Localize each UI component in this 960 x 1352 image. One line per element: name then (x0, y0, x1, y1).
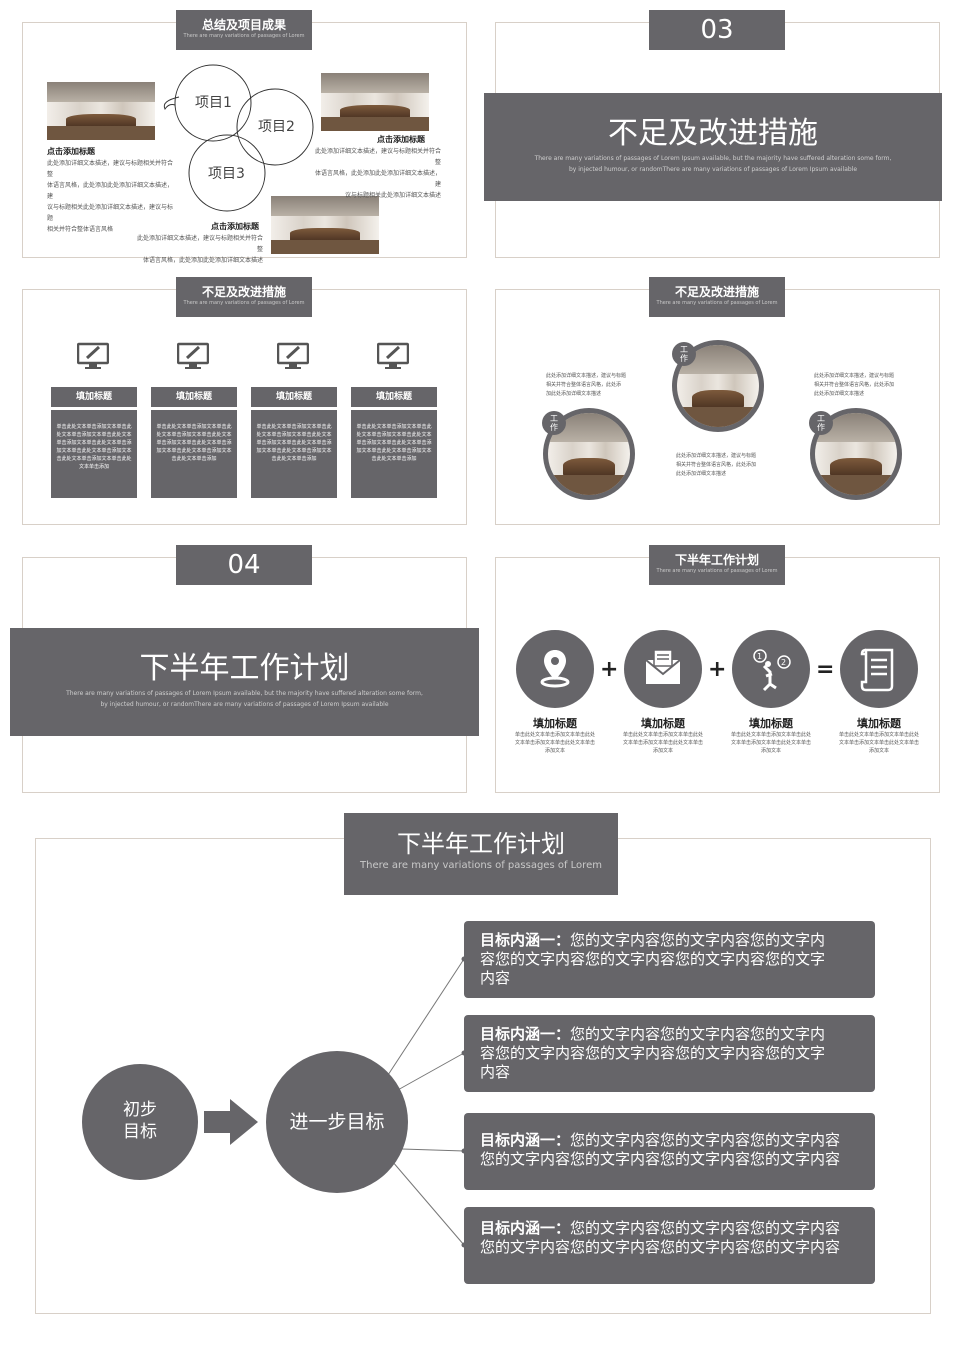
meeting-room-photo (321, 73, 429, 131)
monitor-brush-icon (77, 342, 109, 369)
goal-box: 目标内涵一：您的文字内容您的文字内容您的文字内容您的文字内容您的文字内容您的文字… (464, 1015, 875, 1092)
slide-tab: 不足及改进措施 There are many variations of pas… (649, 277, 785, 317)
plus-sign: + (708, 657, 727, 682)
slide-tab: 总结及项目成果 There are many variations of pas… (176, 10, 312, 50)
bubble-label-2: 项目2 (258, 119, 295, 135)
card-body: 单击此处文本单击添加文本单击此处文本单击添加文本单击此处文本单击添加文本单击此处… (351, 410, 437, 498)
item-title: 填加标题 (749, 717, 793, 730)
tab-title: 不足及改进措施 (201, 285, 286, 299)
slide-plan-goals: 下半年工作计划 There are many variations of pas… (35, 813, 931, 1314)
item-title: 填加标题 (533, 717, 577, 730)
equals-sign: = (816, 657, 835, 682)
meeting-room-photo (47, 82, 155, 140)
tab-title: 不足及改进措施 (674, 285, 759, 299)
description-middle: 此处添加详细文本描述，建议与标题相关并符合整体语言风格，此处添加此处添加详细文本… (676, 453, 757, 477)
slide-improvement-cards: 不足及改进措施 There are many variations of pas… (22, 277, 467, 525)
section-subtitle-1: There are many variations of passages of… (534, 155, 892, 162)
item-title: 填加标题 (641, 717, 685, 730)
section-title: 下半年工作计划 (139, 651, 350, 686)
tab-subtitle: There are many variations of passages of… (183, 300, 305, 306)
section-number: 03 (700, 15, 734, 45)
description-right: 此处添加详细文本描述，建议与标题相关并符合整体语言风格，此处添加此处添加详细文本… (814, 373, 895, 397)
work-badge: 工作 (542, 411, 566, 435)
block-text: 此处添加详细文本描述，建议与标题相关并符合整体语言风格，此处添加此处添加详细文本… (47, 160, 174, 233)
envelope-icon (624, 630, 702, 708)
monitor-brush-icon (377, 342, 409, 369)
goal-label: 目标内涵一： (480, 1219, 571, 1237)
block-text: 此处添加详细文本描述，建议与标题相关并符合整体语言风格，此处添加此处添加详细文本… (136, 235, 263, 264)
scroll-document-icon (840, 630, 918, 708)
slide-plan-icons: 下半年工作计划 There are many variations of pas… (495, 545, 940, 793)
initial-goal-circle: 初步目标 (82, 1064, 198, 1180)
description-left: 此处添加详细文本描述，建议与标题相关并符合整体语言风格，此处添加此处添加详细文本… (546, 373, 627, 397)
card-body: 单击此处文本单击添加文本单击此处文本单击添加文本单击此处文本单击添加文本单击此处… (51, 410, 137, 498)
slide-section-03: 03 不足及改进措施 There are many variations of … (484, 10, 942, 258)
slide-section-04: 04 下半年工作计划 There are many variations of … (10, 545, 479, 793)
work-badge: 工作 (809, 411, 833, 435)
venn-bubbles (163, 64, 314, 212)
slide-tab: 不足及改进措施 There are many variations of pas… (176, 277, 312, 317)
slide-tab: 下半年工作计划 There are many variations of pas… (649, 545, 785, 585)
goal-box: 目标内涵一：您的文字内容您的文字内容您的文字内容您的文字内容您的文字内容您的文字… (464, 921, 875, 998)
item-desc: 单击此处文本单击添加文本单击此处文本单击添加文本单击此处文本单击添加文本 (839, 732, 920, 754)
goal-label: 目标内涵一： (480, 931, 571, 949)
section-subtitle-2: by injected humour, or randomThere are m… (568, 166, 858, 173)
goal-box: 目标内涵一：您的文字内容您的文字内容您的文字内容您的文字内容您的文字内容您的文字… (464, 1207, 875, 1284)
block-text: 此处添加详细文本描述，建议与标题相关并符合整体语言风格，此处添加此处添加详细文本… (314, 148, 441, 199)
monitor-brush-icon (177, 342, 209, 369)
tab-subtitle: There are many variations of passages of… (360, 860, 602, 871)
card-header: 填加标题 (51, 387, 137, 407)
tab-title: 总结及项目成果 (201, 18, 286, 32)
svg-text:1: 1 (757, 652, 762, 661)
tab-title: 下半年工作计划 (397, 830, 565, 858)
section-subtitle-2: by injected humour, or randomThere are m… (100, 701, 389, 708)
section-band: 下半年工作计划 There are many variations of pas… (10, 628, 479, 736)
bubble-label-1: 项目1 (195, 95, 232, 111)
slide-improvement-photos: 不足及改进措施 There are many variations of pas… (495, 277, 940, 525)
section-band: 不足及改进措施 There are many variations of pas… (484, 93, 942, 201)
block-title: 点击添加标题 (47, 147, 95, 156)
slide-tab: 下半年工作计划 There are many variations of pas… (344, 813, 618, 895)
item-desc: 单击此处文本单击添加文本单击此处文本单击添加文本单击此处文本单击添加文本 (623, 732, 704, 754)
goal-label: 目标内涵一： (480, 1131, 571, 1149)
section-number-tab: 03 (649, 10, 785, 50)
tab-title: 下半年工作计划 (674, 553, 759, 567)
slide-summary: 总结及项目成果 There are many variations of pas… (22, 10, 467, 264)
item-title: 填加标题 (857, 717, 901, 730)
card-header: 填加标题 (251, 387, 337, 407)
bubble-label-3: 项目3 (208, 166, 245, 182)
section-title: 不足及改进措施 (608, 116, 818, 151)
tab-subtitle: There are many variations of passages of… (656, 568, 778, 574)
card-header: 填加标题 (351, 387, 437, 407)
card-body: 单击此处文本单击添加文本单击此处文本单击添加文本单击此处文本单击添加文本单击此处… (251, 410, 337, 498)
goal-label: 目标内涵一： (480, 1025, 571, 1043)
block-title: 点击添加标题 (211, 222, 259, 231)
goal-box: 目标内涵一：您的文字内容您的文字内容您的文字内容您的文字内容您的文字内容您的文字… (464, 1113, 875, 1190)
block-title: 点击添加标题 (377, 135, 425, 144)
photo-circle (543, 408, 635, 500)
section-number-tab: 04 (176, 545, 312, 585)
work-badge: 工作 (672, 342, 696, 366)
plus-sign: + (600, 657, 619, 682)
card-header: 填加标题 (151, 387, 237, 407)
item-desc: 单击此处文本单击添加文本单击此处文本单击添加文本单击此处文本单击添加文本 (515, 732, 596, 754)
meeting-room-photo (271, 196, 379, 254)
section-number: 04 (227, 550, 261, 580)
monitor-brush-icon (277, 342, 309, 369)
svg-text:2: 2 (781, 658, 786, 667)
tab-subtitle: There are many variations of passages of… (183, 33, 305, 39)
card-body: 单击此处文本单击添加文本单击此处文本单击添加文本单击此处文本单击添加文本单击此处… (151, 410, 237, 498)
further-goal-circle: 进一步目标 (266, 1051, 408, 1193)
section-subtitle-1: There are many variations of passages of… (66, 690, 423, 697)
tab-subtitle: There are many variations of passages of… (656, 300, 778, 306)
location-pin-icon (516, 630, 594, 708)
item-desc: 单击此处文本单击添加文本单击此处文本单击添加文本单击此处文本单击添加文本 (731, 732, 812, 754)
